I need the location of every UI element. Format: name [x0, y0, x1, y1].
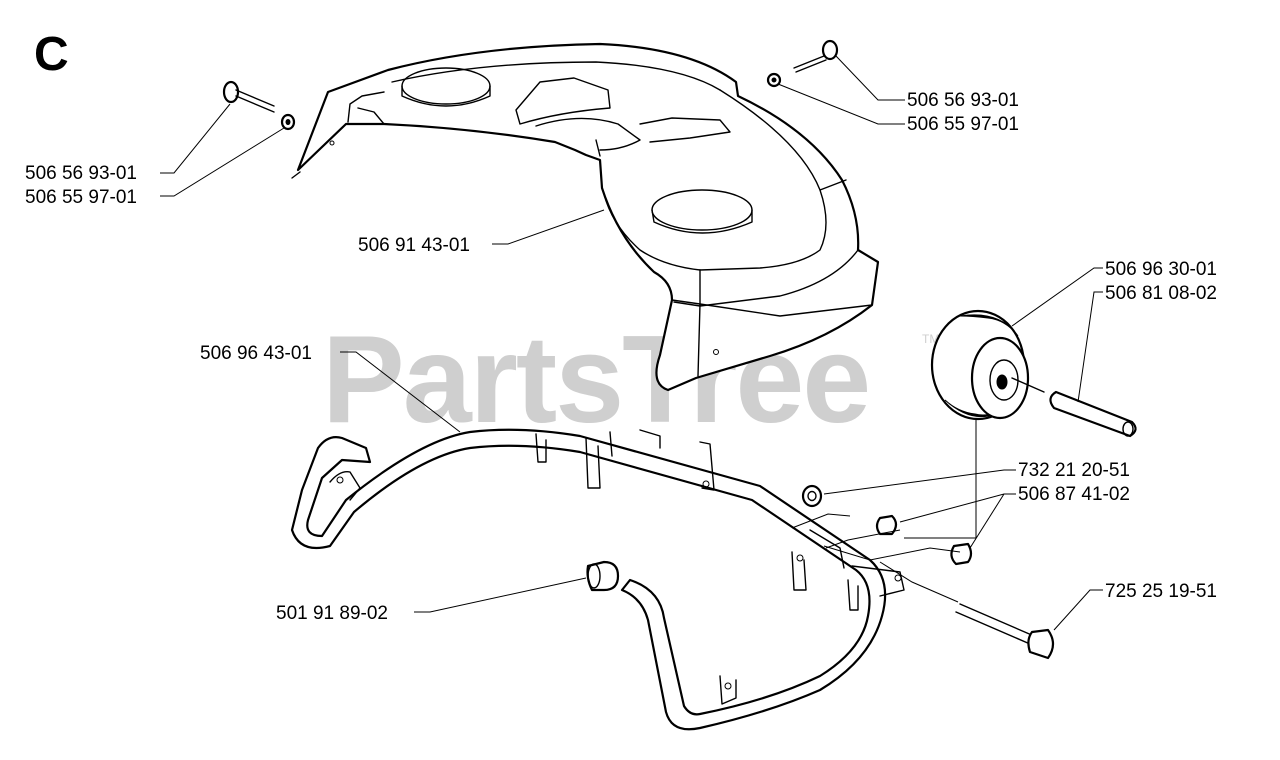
- part-label-bumper: 506 96 43-01: [200, 343, 312, 364]
- screw-top-right-part: [793, 39, 839, 73]
- part-label-nut: 732 21 20-51: [1018, 460, 1130, 481]
- part-label-cover: 506 91 43-01: [358, 235, 470, 256]
- part-label-washer-top-left: 506 55 97-01: [25, 187, 137, 208]
- part-label-screw-top-right: 506 56 93-01: [907, 90, 1019, 111]
- section-letter: C: [34, 28, 69, 81]
- part-label-spacer: 506 87 41-02: [1018, 484, 1130, 505]
- callout-leaders: [160, 55, 1103, 631]
- part-label-washer-top-right: 506 55 97-01: [907, 114, 1019, 135]
- part-label-screw-top-left: 506 56 93-01: [25, 163, 137, 184]
- bushing-part: [586, 560, 620, 592]
- wheel-part: [930, 309, 1030, 421]
- part-label-axle: 506 81 08-02: [1105, 283, 1217, 304]
- washer-top-right-part: [766, 72, 782, 88]
- screw-top-left-part: [222, 80, 275, 113]
- part-label-bushing: 501 91 89-02: [276, 603, 388, 624]
- nut-part: [801, 484, 823, 508]
- part-label-bolt: 725 25 19-51: [1105, 581, 1217, 602]
- cover-part: [291, 42, 880, 392]
- washer-top-left-part: [280, 113, 296, 131]
- part-label-wheel: 506 96 30-01: [1105, 259, 1217, 280]
- spacer-part: [875, 514, 973, 566]
- bolt-part: [955, 603, 1055, 660]
- axle-part: [1011, 377, 1137, 438]
- bumper-part: [290, 428, 905, 731]
